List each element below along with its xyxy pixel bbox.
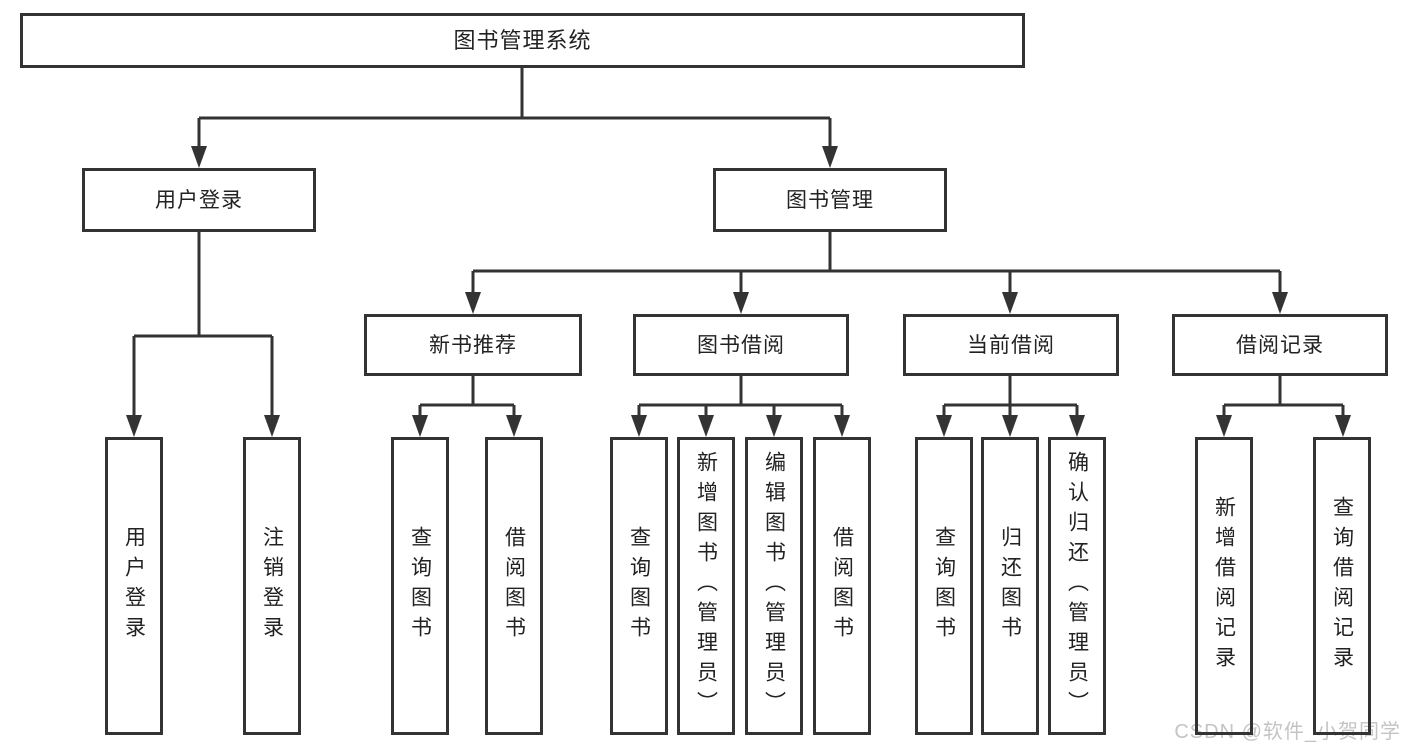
- leaf-label: 用户登录: [122, 526, 146, 646]
- leaf-add-borrow-record: 新增借阅记录: [1195, 437, 1253, 735]
- node-borrow-record: 借阅记录: [1172, 314, 1388, 376]
- node-current-borrow: 当前借阅: [903, 314, 1119, 376]
- leaf-borrow-books: 借阅图书: [813, 437, 871, 735]
- leaf-add-books-admin: 新增图书（管理员）: [677, 437, 735, 735]
- leaf-query-books-current: 查询图书: [915, 437, 973, 735]
- node-library-system: 图书管理系统: [20, 13, 1025, 68]
- node-book-borrow: 图书借阅: [633, 314, 849, 376]
- leaf-query-borrow-record: 查询借阅记录: [1313, 437, 1371, 735]
- leaf-label: 查询图书: [408, 526, 432, 646]
- leaf-label: 查询图书: [627, 526, 651, 646]
- connector-book-borrow-fan: [631, 376, 850, 437]
- leaf-label: 新增借阅记录: [1212, 496, 1236, 676]
- leaf-label: 借阅图书: [830, 526, 854, 646]
- leaf-edit-books-admin: 编辑图书（管理员）: [745, 437, 803, 735]
- leaf-logout: 注销登录: [243, 437, 301, 735]
- leaf-label: 归还图书: [998, 526, 1022, 646]
- leaf-label: 查询图书: [932, 526, 956, 646]
- leaf-borrow-books-recommend: 借阅图书: [485, 437, 543, 735]
- connector-root-fan: [191, 68, 838, 168]
- node-new-book-recommend: 新书推荐: [364, 314, 582, 376]
- connector-borrow-record-fan: [1216, 376, 1351, 437]
- watermark: CSDN @软件_小贺同学: [1174, 721, 1401, 743]
- leaf-query-books-recommend: 查询图书: [391, 437, 449, 735]
- connector-user-login-fan: [126, 232, 280, 437]
- leaf-label: 查询借阅记录: [1330, 496, 1354, 676]
- leaf-confirm-return-admin: 确认归还（管理员）: [1048, 437, 1106, 735]
- node-book-management: 图书管理: [713, 168, 947, 232]
- leaf-label: 借阅图书: [502, 526, 526, 646]
- connector-book-management-fan: [465, 232, 1288, 314]
- leaf-label: 新增图书（管理员）: [694, 451, 718, 721]
- leaf-user-login: 用户登录: [105, 437, 163, 735]
- leaf-query-books-borrow: 查询图书: [610, 437, 668, 735]
- leaf-label: 确认归还（管理员）: [1065, 451, 1089, 721]
- leaf-label: 注销登录: [260, 526, 284, 646]
- connector-new-book-fan: [412, 376, 522, 437]
- leaf-label: 编辑图书（管理员）: [762, 451, 786, 721]
- connector-current-borrow-fan: [936, 376, 1085, 437]
- node-user-login: 用户登录: [82, 168, 316, 232]
- leaf-return-books: 归还图书: [981, 437, 1039, 735]
